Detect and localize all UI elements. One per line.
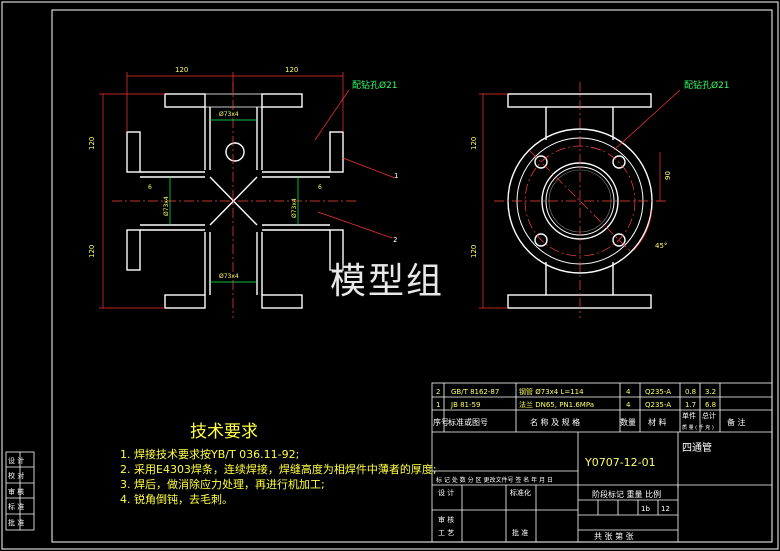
flange-right-bottom xyxy=(329,229,344,271)
inner-border xyxy=(51,9,773,543)
part-callout-2: 2 xyxy=(393,236,397,244)
weld-left: 6 xyxy=(148,184,152,191)
dim-pipe-top: Ø73x4 xyxy=(219,111,239,118)
design-label: 设 计 xyxy=(438,488,454,497)
process-label: 工 艺 xyxy=(438,529,454,537)
bolt-hole-tl xyxy=(534,155,548,169)
bom-row2-w2: 3.2 xyxy=(705,388,716,396)
requirement-2: 2. 采用E4303焊条，连续焊接，焊缝高度为相焊件中薄者的厚度; xyxy=(120,463,437,476)
drill-note-right: 配钻孔Ø21 xyxy=(684,79,730,91)
revision-row: 标 记 处 数 分 区 更改文件号 签 名 年 月 日 xyxy=(436,476,553,484)
flange-top-left xyxy=(164,93,206,108)
bom-row2-no: 2 xyxy=(436,388,440,396)
bolt-hole-bl xyxy=(534,233,548,247)
side-flange-bottom xyxy=(507,294,652,309)
bom-row2-std: GB/T 8162-87 xyxy=(451,388,499,396)
dim-top-left: 120 xyxy=(175,66,188,74)
bom-row1-std: JB 81-59 xyxy=(450,401,480,409)
flange-bottom-left xyxy=(164,294,206,309)
flange-right-top xyxy=(329,131,344,173)
drill-note-left: 配钻孔Ø21 xyxy=(352,79,398,91)
bom-row2-qty: 4 xyxy=(626,388,631,396)
side-block xyxy=(5,451,35,531)
center-lines-left xyxy=(112,82,356,318)
bom-row1-name: 法兰 DN65, PN1.6MPa xyxy=(519,400,594,409)
sheet-count: 共 张 第 张 xyxy=(594,531,634,541)
dim-left-upper: 120 xyxy=(88,137,96,150)
bom-row2-name: 钢管 Ø73x4 L=114 xyxy=(519,387,584,396)
inner-dims-left xyxy=(169,119,299,283)
bom-header-no: 序号 xyxy=(433,417,449,427)
drawing-number: Y0707-12-01 xyxy=(584,456,656,469)
title-block-grid xyxy=(431,382,773,543)
bom-header-qty: 数量 xyxy=(620,417,636,427)
requirement-4: 4. 锐角倒钝，去毛刺。 xyxy=(120,493,233,506)
flange-top-right xyxy=(261,93,303,108)
dim-pcd: 90 xyxy=(664,171,672,180)
front-view xyxy=(126,93,344,309)
flange-left-bottom xyxy=(126,229,141,271)
dim-left-lower: 120 xyxy=(88,245,96,258)
flange-bottom-right xyxy=(261,294,303,309)
bolt-hole-br xyxy=(612,233,626,247)
scale-b: 12 xyxy=(661,505,670,513)
bom-header-name: 名 称 及 规 格 xyxy=(530,417,580,427)
bolt-hole-tr xyxy=(612,155,626,169)
stage-row: 阶段标记 重量 比例 xyxy=(592,489,661,499)
part-name: 四通管 xyxy=(682,441,712,454)
side-standard: 标 准 xyxy=(8,502,24,511)
dim-side-height: 120 xyxy=(470,137,478,150)
side-approve: 批 准 xyxy=(8,518,24,527)
bom-header-std: 标准或图号 xyxy=(448,417,488,427)
dim-pipe-right: Ø73x4 xyxy=(291,198,298,218)
angle-label: 45° xyxy=(655,242,667,250)
bom-row1-w2: 6.8 xyxy=(705,401,716,409)
requirement-3: 3. 焊后，做消除应力处理，再进行机加工; xyxy=(120,478,325,491)
watermark: 模型组 xyxy=(330,261,445,302)
bom-row2-mat: Q235-A xyxy=(645,388,671,396)
flange-left-top xyxy=(126,131,141,173)
requirement-1: 1. 焊接技术要求按YB/T 036.11-92; xyxy=(120,448,300,461)
bom-row1-qty: 4 xyxy=(626,401,631,409)
part-callout-1: 1 xyxy=(394,172,398,180)
bom-header-note: 备 注 xyxy=(727,417,746,427)
bom-row1-w1: 1.7 xyxy=(685,401,696,409)
weld-right: 6 xyxy=(318,184,322,191)
review-label: 审 核 xyxy=(438,515,454,524)
approve-label: 批 准 xyxy=(512,528,528,537)
bom-row1-no: 1 xyxy=(436,401,440,409)
bom-header-w1: 单件 xyxy=(682,411,696,420)
scale-a: 1b xyxy=(641,505,650,513)
dimension-lines-right xyxy=(479,89,681,309)
side-review: 审 核 xyxy=(8,487,24,496)
dim-side-lower: 120 xyxy=(470,245,478,258)
bom-header-w2: 总计 xyxy=(702,411,716,420)
dim-pipe-bottom: Ø73x4 xyxy=(219,273,239,280)
dim-pipe-left: Ø73x4 xyxy=(163,196,170,216)
bom-row2-w1: 0.8 xyxy=(685,388,696,396)
center-lines-right xyxy=(494,82,666,318)
dimension-lines-left xyxy=(99,72,396,309)
bom-row1-mat: Q235-A xyxy=(645,401,671,409)
standardize-label: 标准化 xyxy=(510,488,531,497)
bom-header-wt: 质 量 ( 千 克 ) xyxy=(682,424,714,431)
bom-header-mat: 材 料 xyxy=(648,417,667,427)
side-check: 校 对 xyxy=(8,471,24,480)
requirements-title: 技术要求 xyxy=(190,422,258,442)
side-design: 设 计 xyxy=(8,456,24,465)
dim-top-right: 120 xyxy=(285,66,298,74)
side-flange-top xyxy=(507,93,652,108)
